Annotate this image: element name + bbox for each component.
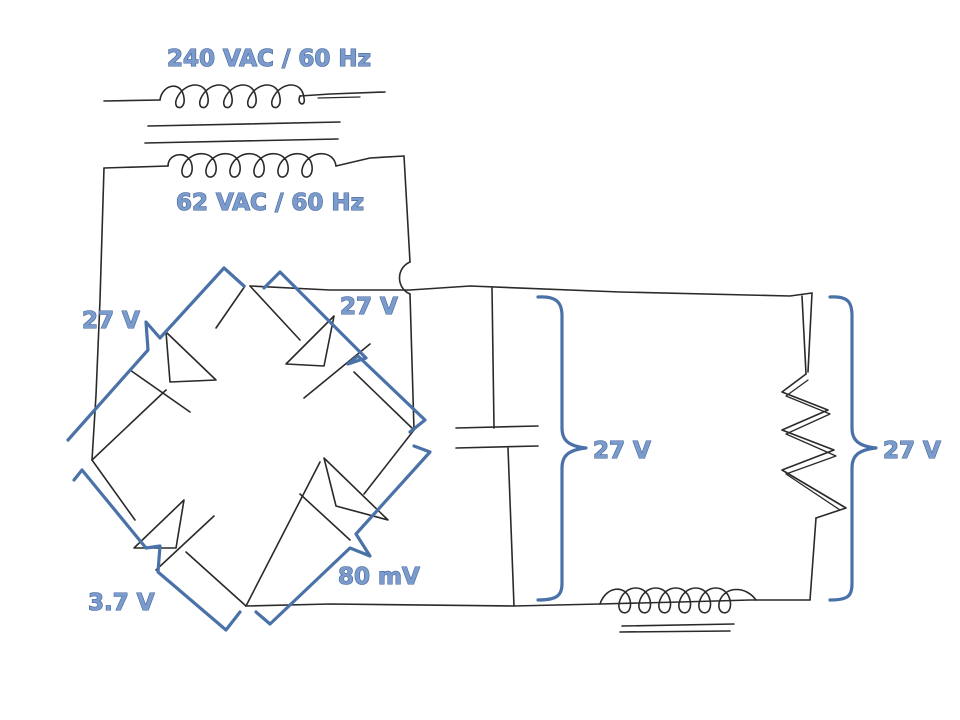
capacitor-bottom-lead xyxy=(507,447,515,607)
bracket-capacitor xyxy=(536,295,588,602)
bridge-edge-bottom-right-b xyxy=(245,461,321,607)
bracket-diode-top-left xyxy=(66,266,246,442)
bracket-diode-bottom-right xyxy=(254,444,432,626)
diode-bottom-left xyxy=(133,499,215,571)
secondary-lead-left xyxy=(103,165,169,169)
label-diode-bottom-right: 80 mV xyxy=(338,564,420,590)
inductor-core-2 xyxy=(619,630,731,633)
capacitor-plate-top xyxy=(455,425,539,429)
bridge-edge-bottom-left-b xyxy=(185,551,247,607)
diode-bridge xyxy=(91,285,415,607)
annotation-labels: 240 VAC / 60 Hz 62 VAC / 60 Hz 27 V 27 V… xyxy=(81,45,941,616)
diode-top-left xyxy=(129,331,217,413)
bridge-edge-bottom-left xyxy=(91,459,136,521)
bridge-edge-top-right-b xyxy=(353,371,415,431)
label-diode-top-right: 27 V xyxy=(340,294,398,320)
bridge-edge-top-left xyxy=(91,389,167,461)
top-bus xyxy=(249,285,813,297)
capacitor-plate-bottom xyxy=(455,445,539,449)
inductor-core-1 xyxy=(621,623,735,627)
resistor xyxy=(781,292,847,601)
resistor-zigzag-2 xyxy=(785,379,841,511)
primary-coil xyxy=(159,84,306,109)
bridge-edge-top-right xyxy=(249,285,301,341)
label-secondary-voltage: 62 VAC / 60 Hz xyxy=(176,190,364,216)
bridge-edge-top-left-b xyxy=(215,285,246,329)
inductor-coil xyxy=(599,587,757,614)
left-vertical-wire xyxy=(91,167,105,461)
resistor-top-lead-2 xyxy=(807,292,813,373)
bracket-diode-bottom-left xyxy=(72,468,242,632)
secondary-lead-right xyxy=(335,155,405,167)
primary-lead-left xyxy=(103,99,161,102)
crossover-hop xyxy=(398,261,411,295)
bridge-edge-bottom-right xyxy=(363,429,415,495)
label-resistor-voltage: 27 V xyxy=(883,438,941,464)
core-line-2 xyxy=(144,138,339,144)
secondary-coil xyxy=(167,152,337,178)
resistor-bottom-lead xyxy=(809,517,817,601)
capacitor xyxy=(455,287,539,607)
inductor xyxy=(599,587,757,633)
resistor-zigzag xyxy=(781,373,847,519)
bottom-bus xyxy=(245,599,811,607)
label-diode-top-left: 27 V xyxy=(82,308,140,334)
core-line-1 xyxy=(147,121,341,127)
primary-lead-right-2 xyxy=(317,96,361,99)
bracket-resistor xyxy=(828,295,878,602)
transformer xyxy=(103,84,405,178)
annotation-brackets xyxy=(66,266,878,632)
resistor-top-lead xyxy=(801,295,807,375)
right-vertical-wire xyxy=(403,155,411,263)
bracket-diode-top-right xyxy=(262,270,427,434)
primary-lead-right xyxy=(299,91,386,97)
capacitor-top-lead xyxy=(491,287,495,429)
diode-bottom-right xyxy=(299,457,389,541)
label-diode-bottom-left: 3.7 V xyxy=(88,590,155,616)
label-primary-voltage: 240 VAC / 60 Hz xyxy=(167,46,371,72)
label-capacitor-voltage: 27 V xyxy=(593,438,651,464)
